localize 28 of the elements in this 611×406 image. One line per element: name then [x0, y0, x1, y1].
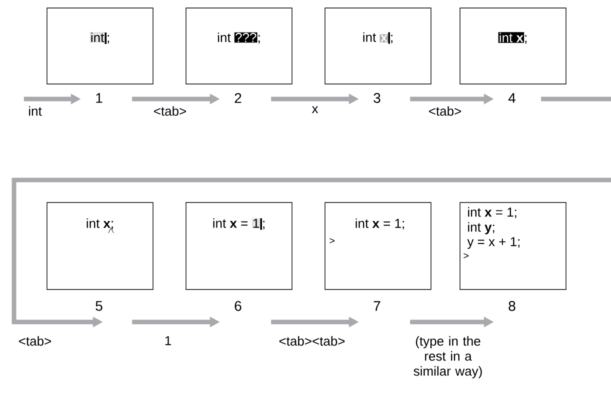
step-number: 6: [234, 301, 242, 311]
edge-label: <tab><tab>: [279, 336, 345, 346]
code-text: int x = 1 ;: [213, 218, 264, 230]
code-text: int x = 1;: [356, 218, 404, 230]
code-text: int x;: [498, 32, 527, 44]
step-number: 1: [96, 93, 102, 103]
step-number: 7: [374, 301, 380, 311]
code-text: int x;: [86, 218, 113, 230]
code-text: >: [330, 238, 335, 244]
step-number: 8: [508, 301, 516, 311]
code-text: int y;: [468, 222, 494, 234]
step-number: 4: [508, 93, 516, 103]
code-text: int ??? ;: [218, 32, 260, 44]
edge-label: <tab>: [19, 336, 51, 346]
edge-label: <tab>: [429, 106, 461, 116]
code-text: >: [464, 253, 469, 258]
edge-label: int: [29, 106, 42, 116]
edge-label: (type in the rest in a similar way): [414, 336, 482, 378]
code-text: int ;: [90, 32, 109, 44]
step-number: 2: [234, 93, 242, 103]
step-number: 5: [96, 301, 102, 311]
step-number: 3: [374, 93, 380, 103]
edge-label: x: [312, 106, 318, 114]
code-text: int x = 1;: [468, 207, 516, 218]
code-text: y = x + 1;: [467, 237, 520, 249]
edge-label: 1: [165, 336, 171, 346]
code-text: int x ;: [363, 32, 392, 44]
edge-label: <tab>: [154, 106, 186, 116]
